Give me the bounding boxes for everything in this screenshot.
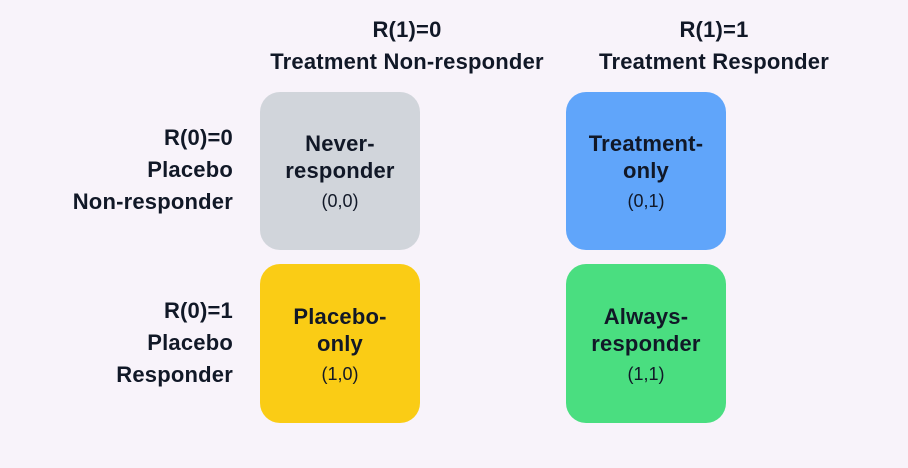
column-header-treatment-responder: R(1)=1 Treatment Responder [599,14,829,78]
cell-coordinates: (0,0) [321,191,359,211]
column-header-treatment-non-responder: R(1)=0 Treatment Non-responder [270,14,544,78]
row-status-label: Responder [116,362,233,387]
row-group-label: Placebo [147,157,233,182]
cell-title: Placebo- only [293,303,387,356]
cell-title: Never- responder [285,131,395,183]
row-header-placebo-responder: R(0)=1 Placebo Responder [116,295,233,391]
column-potential-outcome-label: R(1)=1 [679,17,749,42]
row-group-label: Placebo [147,330,233,355]
column-group-label: Treatment Responder [599,49,829,74]
cell-treatment-only: Treatment- only (0,1) [566,92,726,250]
cell-never-responder: Never- responder (0,0) [260,92,420,250]
cell-title: Always- responder [591,303,701,356]
cell-coordinates: (1,1) [627,363,665,384]
column-potential-outcome-label: R(1)=0 [372,17,442,42]
column-group-label: Treatment Non-responder [270,49,544,74]
row-status-label: Non-responder [72,189,233,214]
cell-placebo-only: Placebo- only (1,0) [260,264,420,423]
row-potential-outcome-label: R(0)=0 [163,125,233,150]
row-header-placebo-non-responder: R(0)=0 Placebo Non-responder [73,122,233,218]
cell-coordinates: (0,1) [627,191,665,211]
cell-always-responder: Always- responder (1,1) [566,264,726,423]
row-potential-outcome-label: R(0)=1 [163,298,233,323]
cell-coordinates: (1,0) [321,363,359,384]
cell-title: Treatment- only [588,131,704,183]
